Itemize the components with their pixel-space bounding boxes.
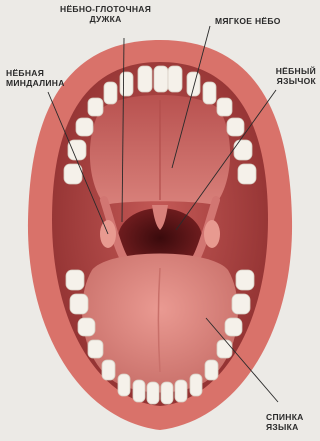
label-uvula: НЁБНЫЙ ЯЗЫЧОК [276,66,316,86]
label-tonsil: НЁБНАЯ МИНДАЛИНА [6,68,65,88]
label-soft-palate: МЯГКОЕ НЁБО [215,16,281,26]
label-tongue-back: СПИНКА ЯЗЫКА [266,412,304,432]
right-tonsil [204,220,220,248]
label-pharyngeal-arch: НЁБНО-ГЛОТОЧНАЯ ДУЖКА [60,4,151,24]
